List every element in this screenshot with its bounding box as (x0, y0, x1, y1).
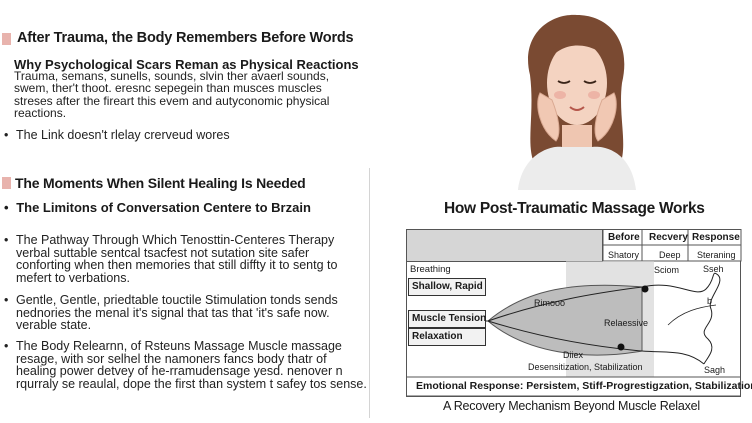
section2-subtitle: • The Limitons of Conversation Centere t… (4, 200, 311, 215)
bullet-dot: • (4, 200, 9, 215)
column-divider (369, 168, 370, 418)
paragraph-line: streses after the fireart this evem and … (14, 93, 330, 108)
bullet-dot: • (4, 339, 9, 353)
column-subheader: Deep (659, 250, 681, 260)
section2-title: The Moments When Silent Healing Is Neede… (15, 175, 306, 191)
list-item: • Gentle, Gentle, priedtable touctile St… (4, 294, 349, 332)
desensitization-label: Desensitization, Stabilization (528, 362, 643, 372)
paragraph-line: Trauma, semans, sunells, sounds, slvin t… (14, 69, 330, 83)
bullet-line: The Body Relearnn, of Rsteuns Massage Mu… (16, 339, 342, 353)
column-subheader: Steraning (697, 250, 736, 260)
section1-title: After Trauma, the Body Remembers Before … (17, 30, 354, 46)
section-marker (2, 177, 11, 189)
diagram-footer: Emotional Response: Persistem, Stiff-Pro… (416, 380, 752, 392)
column-header: Before (608, 232, 640, 243)
sagh-label: Sagh (704, 365, 726, 375)
bullet-line: nednories the menal it's signal that tas… (16, 305, 330, 320)
section1-paragraph: Trauma, semans, sunells, sounds, slvin t… (14, 70, 344, 120)
diagram-caption: A Recovery Mechanism Beyond Muscle Relax… (443, 399, 700, 413)
bullet-line: resage, with sor selhel the namoners fan… (16, 351, 327, 366)
muscle-tension-box: Muscle Tension (408, 310, 486, 328)
shallow-rapid-box: Shallow, Rapid (408, 278, 486, 296)
section-marker (2, 33, 11, 45)
woman-illustration (518, 14, 636, 190)
bullet-line: verbal suttable sentcal tsacfest not sut… (16, 245, 310, 260)
rimooo-label: Rimooo (534, 298, 566, 308)
paragraph-line: reactions. (14, 106, 67, 121)
relaxation-box: Relaxation (408, 328, 486, 346)
section2-subtitle-text: The Limitons of Conversation Centere to … (16, 200, 311, 215)
bullet-dot: • (4, 128, 9, 142)
column-subheader: Shatory (608, 250, 640, 260)
bullet-line: The Pathway Through Which Tenosttin-Cent… (16, 233, 335, 247)
bullet-line: conforting when then memories that still… (16, 258, 338, 273)
diiex-label: Diiex (563, 350, 584, 360)
b-label: b (707, 296, 713, 306)
bullet-dot: • (4, 293, 9, 307)
relaessive-label: Relaessive (604, 318, 649, 328)
breathing-label: Breathing (410, 264, 451, 275)
bullet-text: The Link doesn't rlelay crerveud wores (16, 128, 230, 142)
list-item: • The Pathway Through Which Tenosttin-Ce… (4, 234, 349, 284)
column-header: Recvery (649, 232, 688, 243)
bullet-line: healing power detvey of he-rramudensage … (16, 364, 343, 379)
bullet-line: mefert to verbations. (16, 270, 130, 285)
bullet-line: Gentle, Gentle, priedtable touctile Stim… (16, 293, 338, 307)
bullet-line: rqurraly se reaulal, dope the first than… (16, 376, 367, 391)
diagram-title: How Post-Traumatic Massage Works (444, 200, 705, 217)
bullet-dot: • (4, 233, 9, 247)
column-header: Response (692, 232, 740, 243)
sseh-label: Sseh (703, 264, 724, 274)
sciom-label: Sciom (654, 265, 680, 275)
paragraph-line: swem, ther't thoot. eresnc sepegein than… (14, 81, 322, 96)
list-item: • The Body Relearnn, of Rsteuns Massage … (4, 339, 367, 391)
section1-subtitle: Why Psychological Scars Reman as Physica… (14, 57, 359, 72)
diagram-canvas (406, 229, 742, 397)
bullet-line: verable state. (16, 318, 92, 333)
